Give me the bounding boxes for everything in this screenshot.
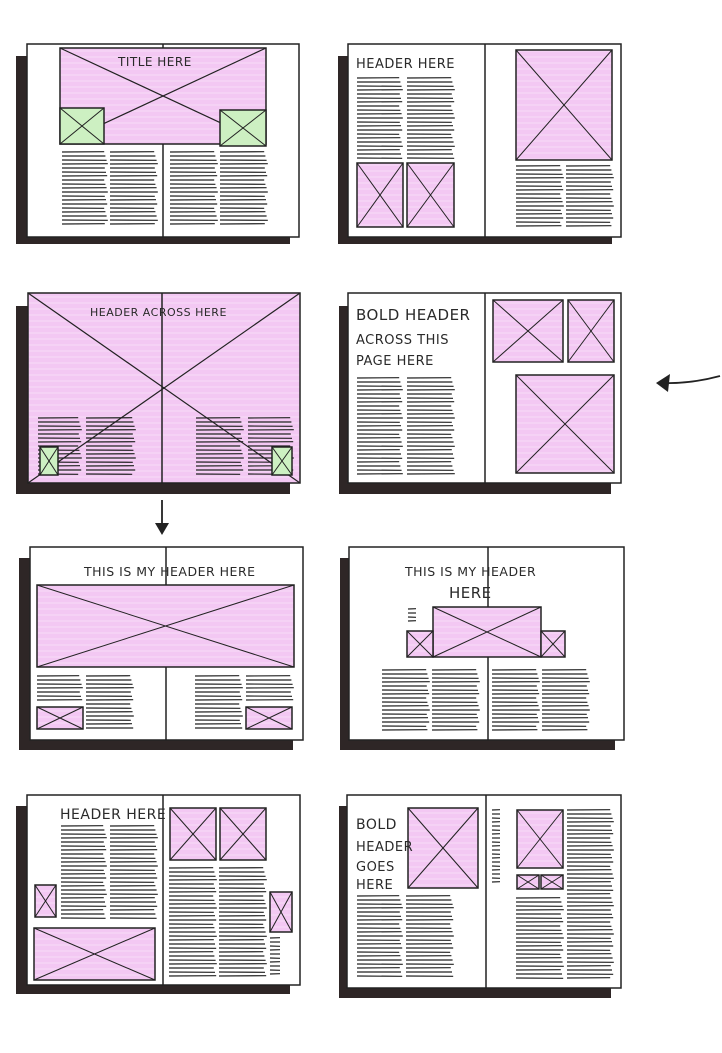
text-column-placeholder — [85, 417, 136, 475]
spread-8: BOLD HEADER GOES HERE — [339, 794, 622, 998]
spread-2: HEADER HERE — [338, 43, 622, 244]
text-column-placeholder — [356, 377, 403, 475]
image-placeholder-small-green — [271, 446, 293, 476]
text-column-placeholder — [406, 377, 455, 475]
text-column-placeholder — [566, 809, 614, 979]
image-placeholder — [407, 807, 479, 889]
text-column-placeholder — [407, 608, 417, 622]
spread-7: HEADER HERE — [16, 794, 301, 994]
spread-6: THIS IS MY HEADER HERE — [340, 546, 625, 750]
spread-header: TITLE HERE — [117, 55, 192, 69]
image-placeholder — [36, 584, 295, 668]
image-placeholder — [406, 630, 434, 658]
spread-header-line: GOES — [356, 860, 395, 875]
spread-header-line: BOLD — [356, 817, 397, 833]
spread-header: HEADER HERE — [356, 57, 455, 72]
text-column-placeholder — [541, 669, 590, 731]
image-placeholder — [540, 630, 566, 658]
text-column-placeholder — [405, 895, 454, 977]
arrow-left — [656, 374, 721, 392]
image-placeholder — [34, 884, 57, 918]
image-placeholder — [515, 374, 615, 474]
image-placeholder — [516, 809, 564, 869]
text-column-placeholder — [169, 151, 218, 225]
spread-header-line: HERE — [356, 878, 393, 893]
spread-header-line: ACROSS THIS — [356, 333, 449, 348]
spread-5: THIS IS MY HEADER HERE — [19, 546, 304, 750]
image-placeholder — [33, 927, 156, 981]
text-column-placeholder — [356, 895, 403, 977]
image-placeholder — [515, 49, 613, 161]
text-column-placeholder — [109, 151, 158, 225]
image-placeholder — [516, 874, 540, 890]
image-placeholder-small-green — [219, 109, 267, 147]
text-column-placeholder — [61, 151, 108, 225]
text-column-placeholder — [269, 937, 281, 975]
image-placeholder — [492, 299, 564, 363]
text-column-placeholder — [381, 669, 430, 731]
spread-4: BOLD HEADER ACROSS THIS PAGE HERE — [339, 292, 622, 494]
image-placeholder — [36, 706, 84, 730]
arrow-down — [155, 500, 169, 535]
text-column-placeholder — [515, 165, 564, 227]
spread-1: TITLE HERE — [16, 43, 300, 244]
image-placeholder — [356, 162, 404, 228]
image-placeholder — [406, 162, 455, 228]
image-placeholder-small-green — [39, 446, 59, 476]
image-placeholder — [269, 891, 293, 933]
text-column-placeholder — [565, 165, 614, 227]
image-placeholder — [432, 606, 542, 658]
text-column-placeholder — [491, 809, 501, 883]
text-column-placeholder — [218, 867, 267, 977]
text-column-placeholder — [219, 151, 268, 225]
spread-header-line: HEADER — [356, 840, 413, 855]
image-placeholder — [245, 706, 293, 730]
spread-header: HEADER HERE — [60, 807, 166, 823]
text-column-placeholder — [491, 669, 540, 731]
text-column-placeholder — [194, 675, 243, 729]
image-placeholder — [567, 299, 615, 363]
image-placeholder — [540, 874, 564, 890]
spread-header-line: HERE — [449, 584, 492, 602]
spread-header-line: BOLD HEADER — [356, 306, 470, 324]
text-column-placeholder — [406, 77, 455, 159]
text-column-placeholder — [515, 897, 564, 979]
image-placeholder-small-green — [59, 107, 105, 145]
text-column-placeholder — [195, 417, 244, 475]
text-column-placeholder — [245, 675, 294, 701]
image-placeholder — [169, 807, 217, 861]
text-column-placeholder — [85, 675, 134, 729]
text-column-placeholder — [60, 825, 107, 919]
text-column-placeholder — [109, 825, 158, 919]
text-column-placeholder — [431, 669, 480, 731]
text-column-placeholder — [168, 867, 217, 977]
image-placeholder — [219, 807, 267, 861]
spread-3: HEADER ACROSS HERE — [16, 292, 301, 494]
spread-header-line: PAGE HERE — [356, 354, 434, 369]
spread-header: HEADER ACROSS HERE — [90, 306, 227, 319]
text-column-placeholder — [36, 675, 83, 701]
spread-header: THIS IS MY HEADER HERE — [83, 564, 256, 579]
text-column-placeholder — [356, 77, 403, 159]
spread-header-line: THIS IS MY HEADER — [404, 564, 536, 579]
